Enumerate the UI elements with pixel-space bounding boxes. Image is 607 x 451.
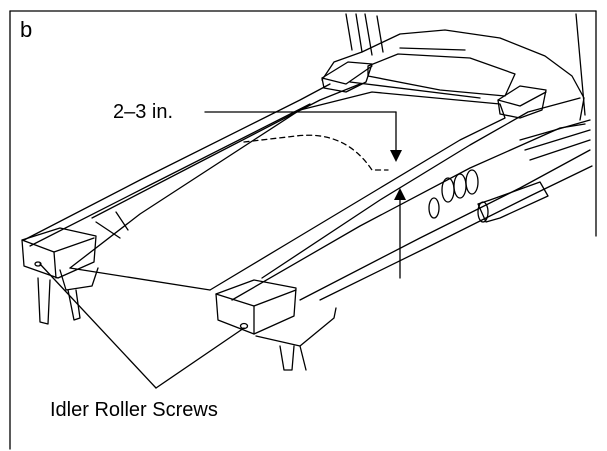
left-end-cap	[21, 227, 99, 325]
clearance-arrows	[204, 111, 401, 279]
screw-leader-lines	[39, 263, 245, 389]
running-belt	[69, 91, 506, 291]
upright-posts	[345, 13, 586, 116]
right-side-rail	[231, 97, 593, 301]
belt-clearance-label: 2–3 in.	[113, 101, 174, 123]
belt-lift-dashed-line	[243, 134, 389, 171]
panel-letter: b	[20, 17, 33, 42]
left-side-rail	[23, 83, 361, 247]
arrowhead-up	[394, 188, 406, 200]
arrowhead-down	[390, 150, 402, 162]
rear-end-cap	[321, 61, 547, 119]
pulley-assembly	[428, 119, 591, 223]
panel-frame	[9, 10, 597, 450]
motor-hood	[321, 29, 585, 121]
idler-roller-screws-label: Idler Roller Screws	[50, 399, 218, 421]
right-end-cap	[215, 279, 337, 371]
